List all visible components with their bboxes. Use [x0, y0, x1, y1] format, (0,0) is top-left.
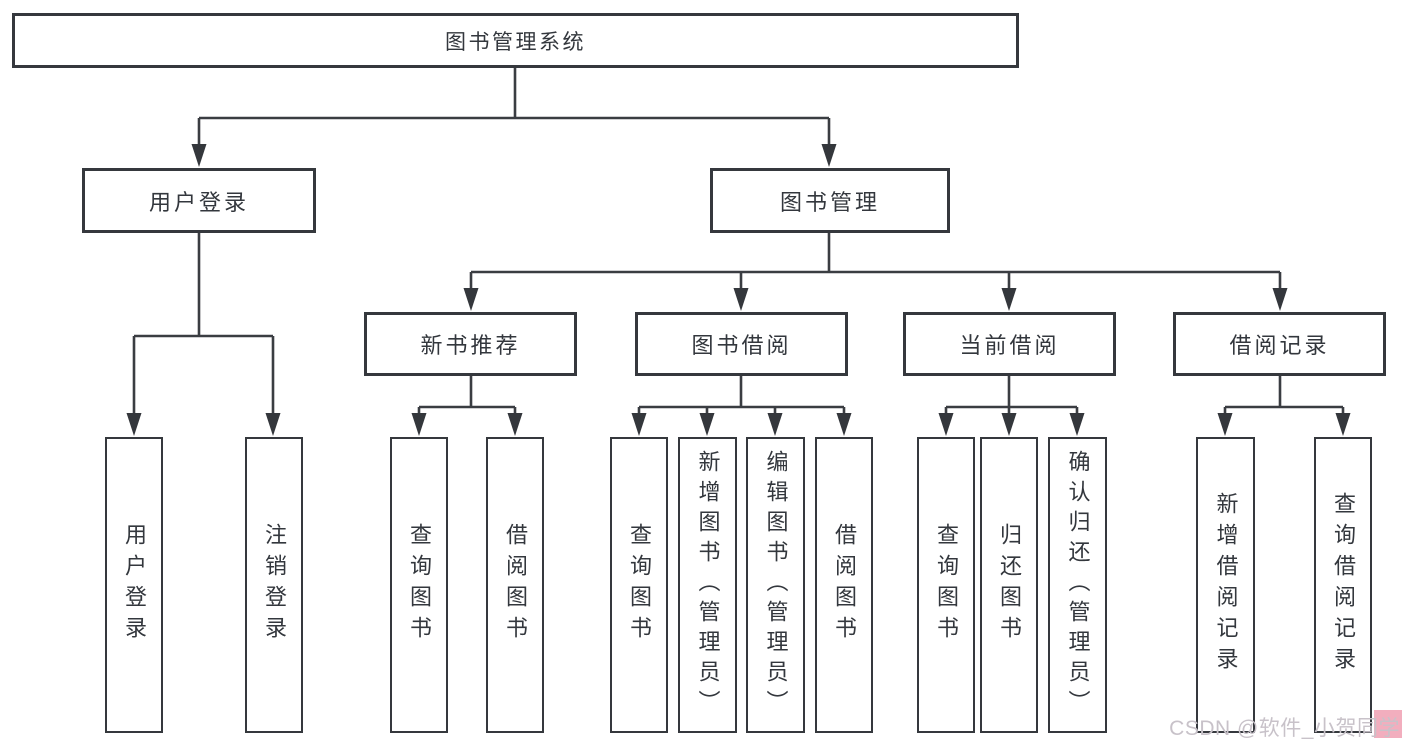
watermark-accent-box	[1374, 710, 1402, 738]
node-root: 图书管理系统	[12, 13, 1019, 68]
node-label: 查询借阅记录	[1331, 492, 1356, 678]
node-label: 借阅图书	[503, 523, 528, 647]
leaf-borrowing-edit-book-admin: 编辑图书（管理员）	[746, 437, 805, 733]
node-label: 新书推荐	[420, 333, 521, 358]
leaf-user-login: 用户登录	[105, 437, 163, 733]
node-label: 用户登录	[148, 189, 249, 215]
connector-newbooks-to-leaves	[411, 376, 523, 436]
node-new-book-recommend: 新书推荐	[364, 312, 577, 376]
node-label: 当前借阅	[959, 333, 1060, 358]
node-label: 新增图书（管理员）	[695, 450, 721, 720]
connector-records-to-leaves	[1217, 376, 1351, 436]
node-user-login: 用户登录	[82, 168, 316, 233]
node-label: 图书管理系统	[445, 30, 586, 54]
node-label: 新增借阅记录	[1213, 492, 1239, 678]
node-label: 查询图书	[934, 523, 959, 647]
connector-userlogin-to-leaves	[126, 233, 281, 436]
node-label: 图书管理	[779, 189, 880, 215]
leaf-newbooks-query-book: 查询图书	[390, 437, 448, 733]
connector-bookmgmt-to-level3	[463, 233, 1288, 311]
node-book-management: 图书管理	[710, 168, 950, 233]
node-current-borrowing: 当前借阅	[903, 312, 1116, 376]
node-label: 用户登录	[122, 523, 147, 647]
connector-current-to-leaves	[938, 376, 1085, 436]
node-label: 归还图书	[997, 523, 1022, 647]
leaf-current-return-book: 归还图书	[980, 437, 1038, 733]
leaf-borrowing-borrow-book: 借阅图书	[815, 437, 873, 733]
leaf-current-confirm-return-admin: 确认归还（管理员）	[1048, 437, 1107, 733]
connector-borrowing-to-leaves	[631, 376, 852, 436]
leaf-records-query-record: 查询借阅记录	[1314, 437, 1372, 733]
leaf-newbooks-borrow-book: 借阅图书	[486, 437, 544, 733]
watermark-text: CSDN @软件_小贺同学	[1169, 717, 1400, 740]
leaf-records-add-record: 新增借阅记录	[1196, 437, 1255, 733]
leaf-borrowing-query-book: 查询图书	[610, 437, 668, 733]
leaf-current-query-book: 查询图书	[917, 437, 975, 733]
leaf-logout: 注销登录	[245, 437, 303, 733]
node-label: 确认归还（管理员）	[1065, 450, 1091, 720]
node-label: 借阅记录	[1229, 333, 1330, 358]
node-label: 注销登录	[262, 523, 287, 647]
node-label: 借阅图书	[832, 523, 857, 647]
node-label: 查询图书	[627, 523, 652, 647]
node-label: 编辑图书（管理员）	[763, 450, 789, 720]
node-label: 图书借阅	[691, 333, 792, 358]
node-book-borrowing: 图书借阅	[635, 312, 848, 376]
node-label: 查询图书	[407, 523, 432, 647]
leaf-borrowing-add-book-admin: 新增图书（管理员）	[678, 437, 737, 733]
connector-root-to-level2	[191, 68, 837, 167]
node-borrowing-records: 借阅记录	[1173, 312, 1386, 376]
watermark: CSDN @软件_小贺同学	[1169, 710, 1402, 742]
